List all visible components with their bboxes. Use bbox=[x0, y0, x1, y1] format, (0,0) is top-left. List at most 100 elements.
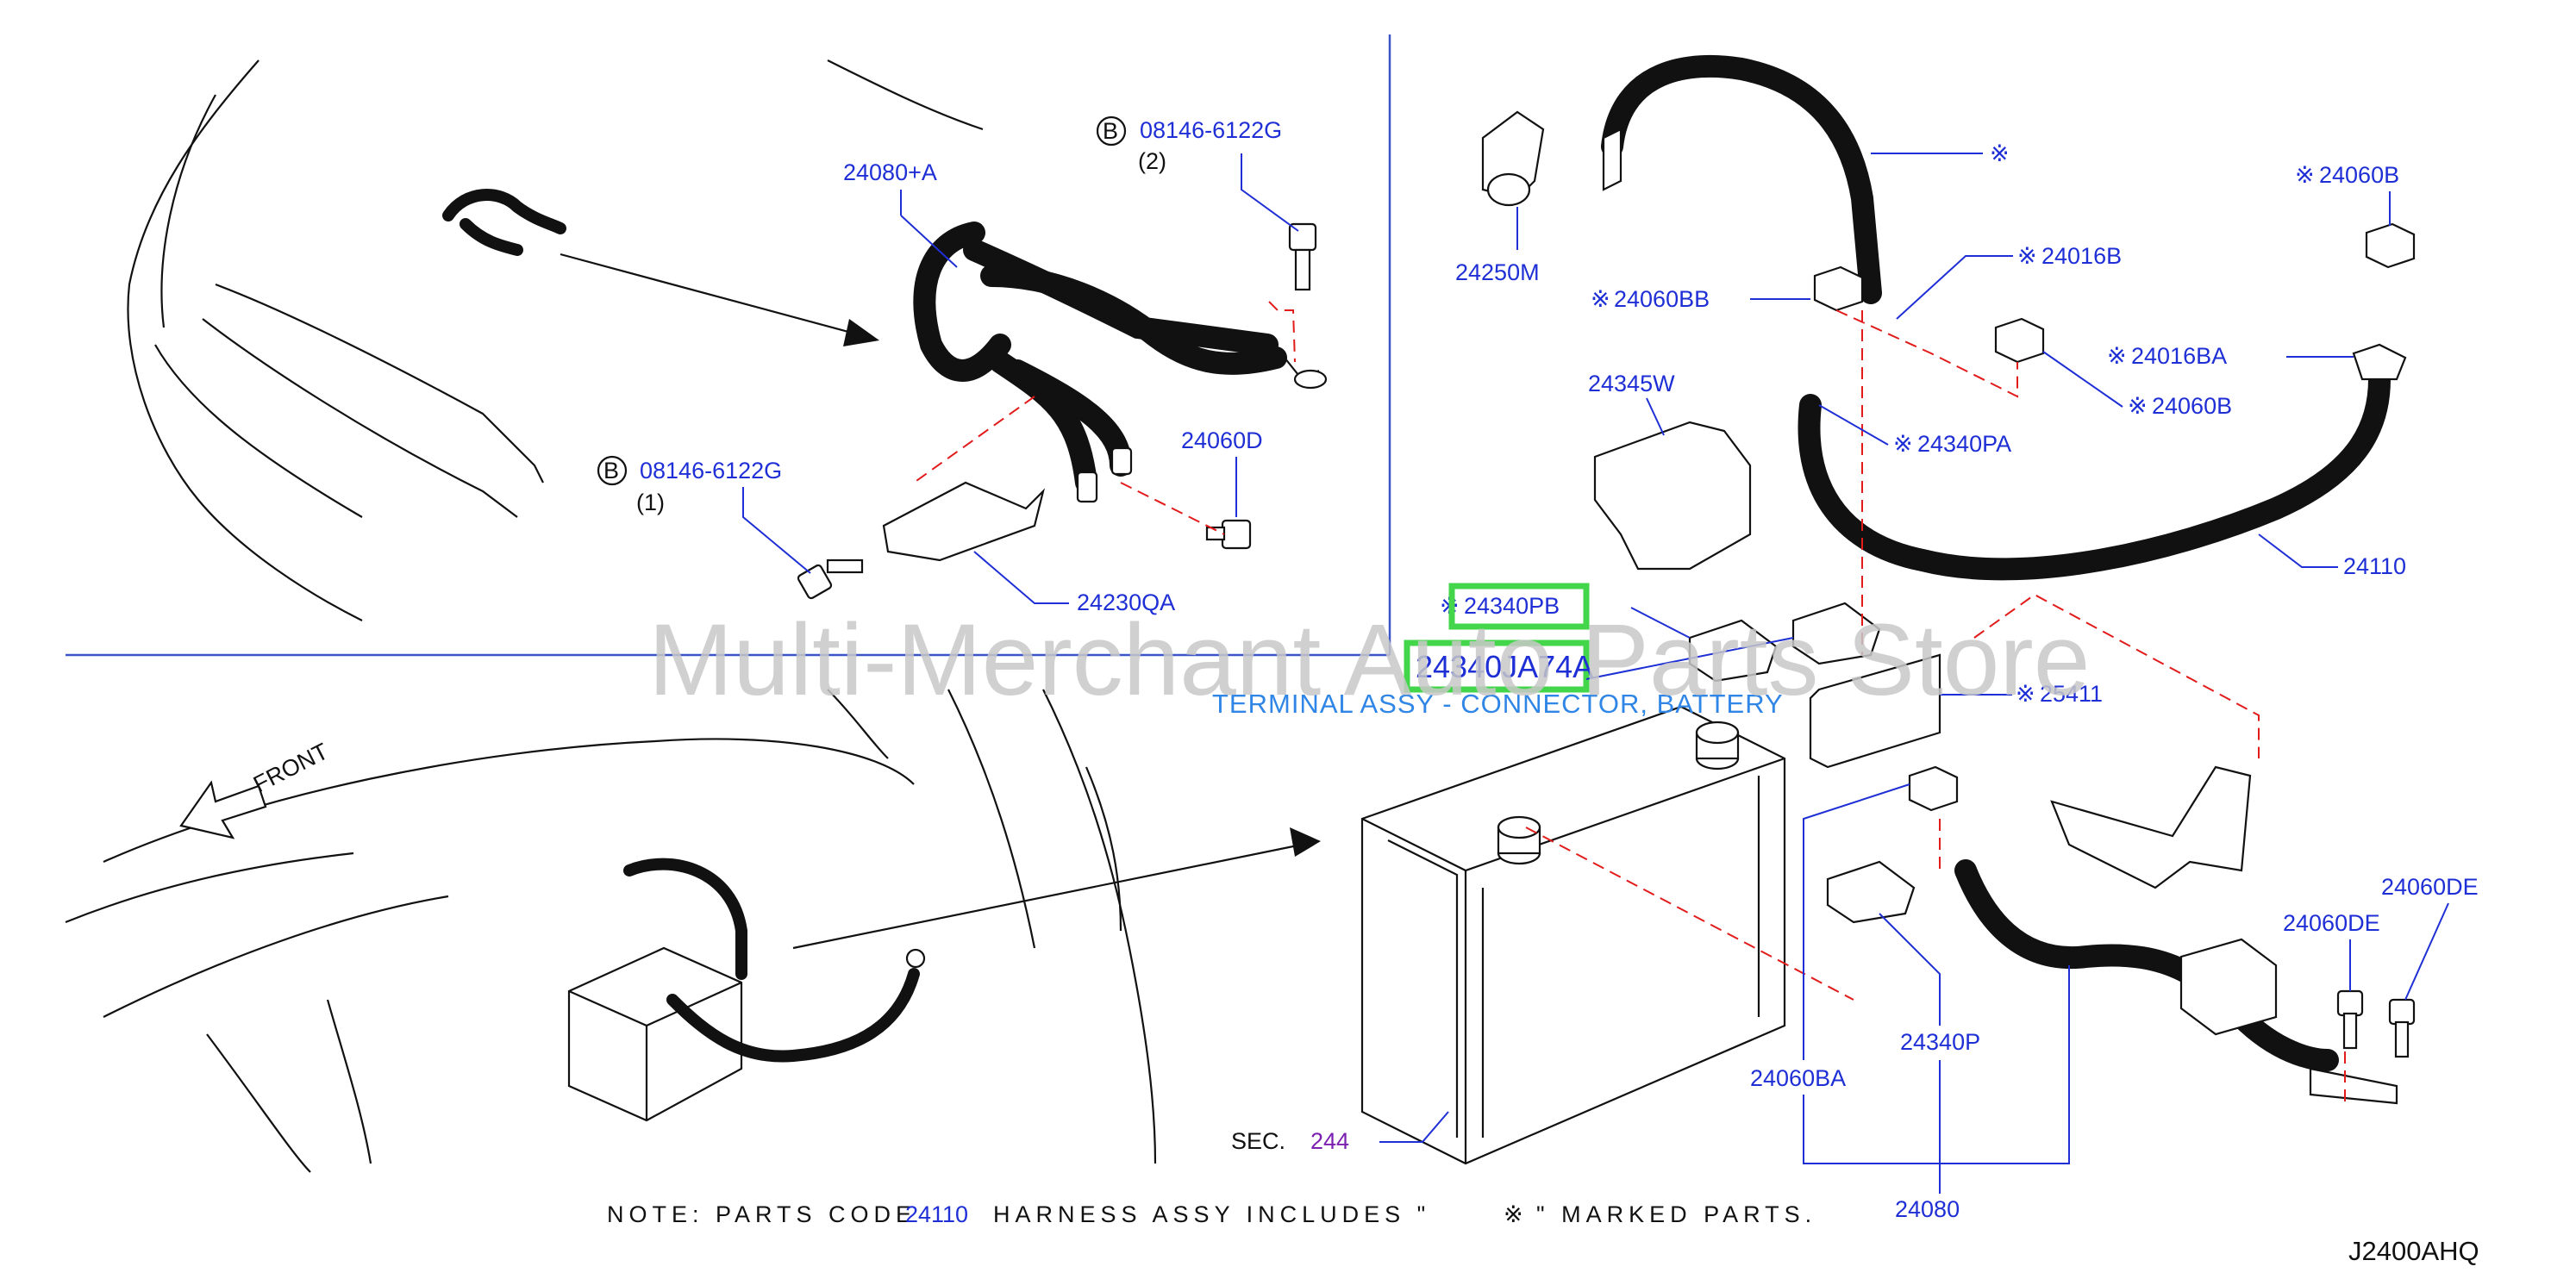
leader-24340pb bbox=[1630, 607, 1691, 639]
figure-id: J2400AHQ bbox=[2348, 1236, 2479, 1266]
label-24060bb: 24060BB bbox=[1614, 286, 1710, 312]
dashed-guide-right bbox=[1525, 309, 2346, 1103]
small-battery-view bbox=[567, 858, 926, 1122]
label-24016b: 24016B bbox=[2041, 243, 2122, 269]
label-24345w: 24345W bbox=[1588, 371, 1675, 396]
label-24340ja74a[interactable]: 24340JA74A bbox=[1416, 649, 1593, 684]
bolt-24060de-a bbox=[2336, 989, 2364, 1050]
bracket-right bbox=[2050, 765, 2252, 889]
asterisk-24016b: ※ bbox=[2017, 243, 2037, 269]
watermark: Multi-Merchant Auto Parts Store bbox=[648, 603, 2090, 717]
fusible-link-25411 bbox=[1809, 653, 1941, 769]
arrow-to-harness bbox=[560, 253, 872, 340]
note-asterisk: ※ bbox=[1504, 1201, 1523, 1227]
label-24060de-a: 24060DE bbox=[2283, 910, 2380, 936]
harness-24080-a bbox=[913, 221, 1328, 503]
leader-24016b bbox=[1896, 255, 2013, 320]
note-suffix: " MARKED PARTS. bbox=[1536, 1201, 1816, 1227]
sec-label: SEC. bbox=[1231, 1128, 1285, 1154]
label-24110: 24110 bbox=[2343, 553, 2406, 579]
cable-lug-right bbox=[2352, 343, 2407, 381]
ground-lug bbox=[2309, 1067, 2398, 1105]
leader-24230qa bbox=[973, 551, 1069, 604]
terminal-clamp-24250m bbox=[1481, 110, 1545, 207]
b-mark-left: B bbox=[603, 458, 619, 484]
label-24080: 24080 bbox=[1895, 1196, 1960, 1222]
sec-number-244[interactable]: 244 bbox=[1310, 1128, 1349, 1154]
label-08146-top: 08146-6122G bbox=[1140, 117, 1282, 143]
cable-negative-24080 bbox=[1954, 859, 2339, 1071]
small-harness-thumbnail bbox=[442, 189, 566, 256]
label-front: FRONT bbox=[249, 738, 332, 797]
bracket-24230qa bbox=[882, 481, 1046, 562]
front-arrow bbox=[179, 780, 267, 839]
label-24340pb: 24340PB bbox=[1464, 593, 1560, 619]
leader-08146-left bbox=[742, 487, 811, 574]
leader-24110 bbox=[2258, 533, 2338, 568]
arrow-head-battery bbox=[1290, 827, 1321, 857]
bolt-08146-left bbox=[797, 558, 864, 600]
leader-24080-bracket bbox=[1803, 965, 2070, 1164]
cover-24345w bbox=[1593, 421, 1752, 571]
label-24060ba: 24060BA bbox=[1750, 1065, 1846, 1091]
label-24080a: 24080+A bbox=[843, 159, 937, 185]
asterisk-24340pa: ※ bbox=[1893, 431, 1913, 457]
nut-24060b-mid bbox=[1994, 317, 2045, 364]
label-24060b-mid: 24060B bbox=[2152, 393, 2232, 419]
battery-24080 bbox=[1360, 705, 1786, 1165]
leader-24060b-mid bbox=[2042, 351, 2123, 408]
dashed-guide-top-left bbox=[913, 301, 1296, 535]
label-08146-top-qty: (2) bbox=[1138, 148, 1166, 174]
leader-sec-244 bbox=[1379, 1111, 1449, 1143]
label-08146-left: 08146-6122G bbox=[640, 458, 782, 484]
cable-main-harness-24110 bbox=[1798, 368, 2391, 581]
cable-lug-top bbox=[1602, 128, 1623, 191]
leader-24340ja74a bbox=[1585, 637, 1794, 680]
terminal-24340p bbox=[1826, 860, 1916, 924]
leader-24340p bbox=[1879, 913, 1941, 1026]
terminal-assy-description: TERMINAL ASSY - CONNECTOR, BATTERY bbox=[1212, 689, 1784, 719]
leader-24345w bbox=[1646, 397, 1665, 436]
b-marker-left bbox=[597, 455, 628, 486]
b-mark-top: B bbox=[1103, 118, 1118, 144]
highlight-24340pb bbox=[1448, 583, 1590, 630]
asterisk-24060b-top: ※ bbox=[2295, 162, 2315, 188]
arrow-head bbox=[843, 319, 879, 346]
leader-24060de-b bbox=[2404, 902, 2449, 1001]
b-marker-top bbox=[1096, 115, 1127, 147]
asterisk-24016ba: ※ bbox=[2107, 343, 2127, 369]
label-24016ba: 24016BA bbox=[2131, 343, 2227, 369]
label-24250m: 24250M bbox=[1455, 259, 1540, 285]
asterisk-top-cable: ※ bbox=[1990, 140, 2010, 166]
arrow-to-battery bbox=[792, 843, 1303, 950]
asterisk-24060b-mid: ※ bbox=[2128, 393, 2148, 419]
label-24340p: 24340P bbox=[1900, 1029, 1980, 1055]
label-08146-left-qty: (1) bbox=[636, 490, 665, 515]
label-25411: 25411 bbox=[2040, 681, 2103, 707]
label-24060d: 24060D bbox=[1181, 427, 1263, 453]
label-24060b-top: 24060B bbox=[2319, 162, 2399, 188]
label-24340pa: 24340PA bbox=[1917, 431, 2011, 457]
label-24230qa: 24230QA bbox=[1077, 590, 1175, 615]
note-parts-code: 24110 bbox=[905, 1201, 968, 1227]
nut-24060ba bbox=[1908, 765, 1959, 812]
bolt-24060d bbox=[1205, 519, 1252, 550]
nut-24060b-top bbox=[2365, 222, 2416, 269]
label-24060de-b: 24060DE bbox=[2381, 874, 2479, 900]
leader-24080a-b bbox=[900, 215, 958, 268]
bolt-08146-top bbox=[1288, 222, 1317, 291]
asterisk-24060bb: ※ bbox=[1591, 286, 1610, 312]
cable-main-top bbox=[1601, 54, 1882, 304]
leader-24060ba bbox=[1803, 783, 1910, 1060]
asterisk-25411: ※ bbox=[2016, 681, 2035, 707]
terminal-24340ja74a bbox=[1791, 602, 1881, 665]
note-middle: HARNESS ASSY INCLUDES " bbox=[993, 1201, 1430, 1227]
leader-08146-top bbox=[1241, 153, 1299, 232]
engine-bay-sketch bbox=[127, 59, 984, 621]
note-prefix: NOTE: PARTS CODE bbox=[607, 1201, 916, 1227]
leader-24340pa bbox=[1818, 404, 1889, 446]
bolt-24060de-b bbox=[2388, 998, 2416, 1058]
highlight-24340ja74a[interactable] bbox=[1404, 640, 1590, 693]
nut-24060bb bbox=[1813, 265, 1864, 312]
